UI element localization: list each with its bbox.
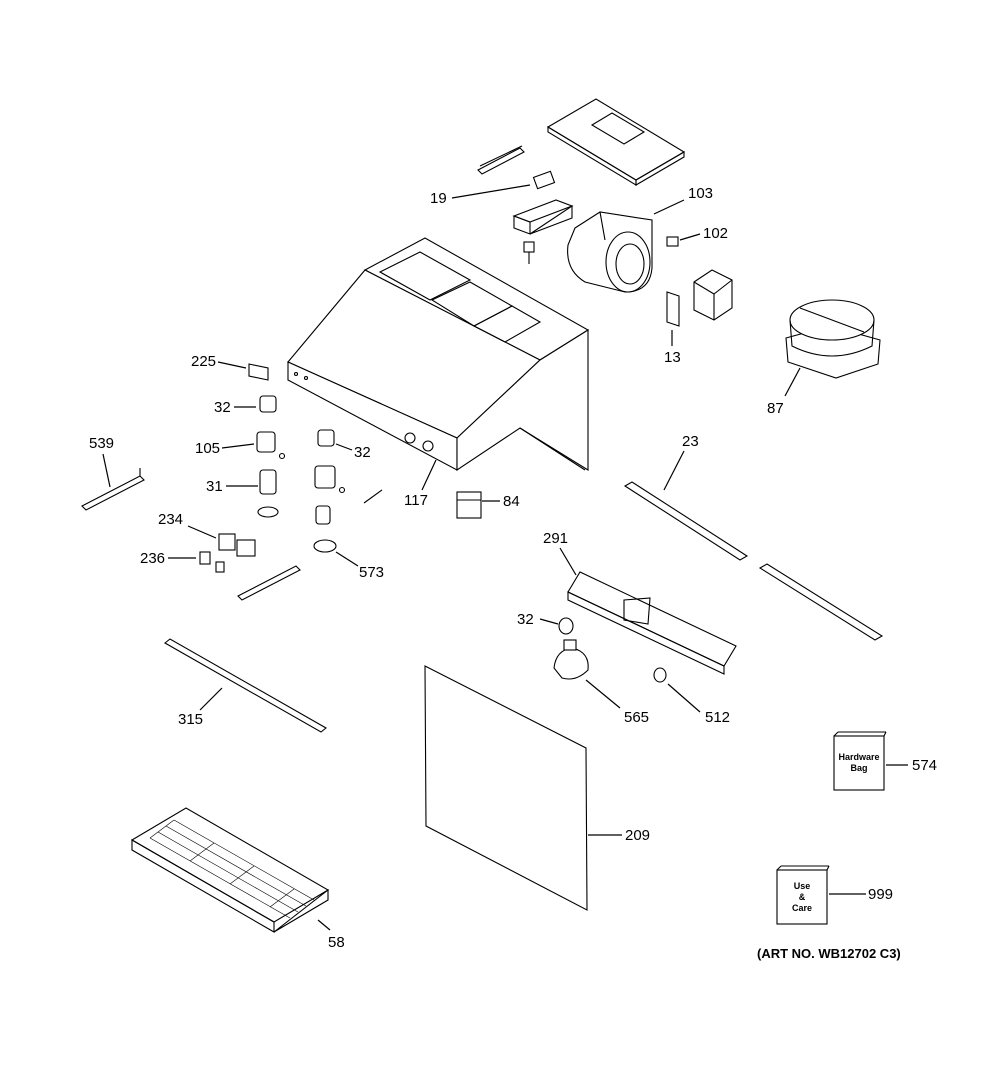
label-117: 117 [404,492,428,509]
part-102-clip [666,236,679,247]
label-291: 291 [543,530,568,547]
hardware-bag-box [833,731,887,791]
filter-right [758,563,884,641]
leader-lines [102,184,908,931]
label-23: 23 [682,433,699,450]
top-cover-plate [546,98,686,186]
label-225: 225 [191,353,216,370]
back-panel [424,665,588,911]
hood-body [287,237,590,472]
knob-32a [259,395,277,413]
part-512 [653,667,667,683]
label-565: 565 [624,709,649,726]
damper-strip [477,145,525,175]
light-housing [567,571,737,675]
label-574: 574 [912,757,937,774]
label-512: 512 [705,709,730,726]
label-13: 13 [664,349,681,366]
grease-grille [130,807,330,933]
part-19-component [532,170,556,190]
label-102: 102 [703,225,728,242]
label-58: 58 [328,934,345,951]
art-number: (ART NO. WB12702 C3) [757,946,901,961]
channel-315 [164,638,327,733]
switch-31 [257,469,279,518]
label-999: 999 [868,886,893,903]
label-105: 105 [195,440,220,457]
small-bracket [523,241,535,264]
hardware-bag-line1: Hardware [838,752,879,762]
lamp-565 [553,639,589,680]
label-31: 31 [206,478,223,495]
label-19: 19 [430,190,447,207]
label-32c: 32 [517,611,534,628]
label-234: 234 [158,511,183,528]
switch-block-234 [218,533,256,557]
use-care-line3: Care [792,903,812,913]
switch-mid [314,465,346,494]
label-84: 84 [503,493,520,510]
part-225-clip [248,363,269,381]
part-13-plate [666,291,680,327]
label-539: 539 [89,435,114,452]
pin [363,489,383,504]
label-573: 573 [359,564,384,581]
label-209: 209 [625,827,650,844]
round-duct-transition [785,299,881,379]
junction-box [693,269,733,321]
label-315: 315 [178,711,203,728]
use-care-line2: & [799,892,806,902]
switch-105 [256,431,286,460]
knob-32b [317,429,335,447]
rod-lower [237,565,301,601]
use-care-line1: Use [794,881,811,891]
label-32b: 32 [354,444,371,461]
clip-236 [199,551,225,573]
hardware-bag-line2: Bag [850,763,867,773]
filter-left [623,481,749,561]
label-32a: 32 [214,399,231,416]
label-87: 87 [767,400,784,417]
rod-539 [81,468,145,511]
label-236: 236 [140,550,165,567]
ring-573 [313,539,337,553]
lamp-socket-32 [558,617,574,635]
label-103: 103 [688,185,713,202]
blower-housing [567,211,653,293]
knob-lower [315,505,331,525]
use-care-box [776,865,830,925]
transformer-84 [456,491,482,519]
tray-box [512,199,574,235]
